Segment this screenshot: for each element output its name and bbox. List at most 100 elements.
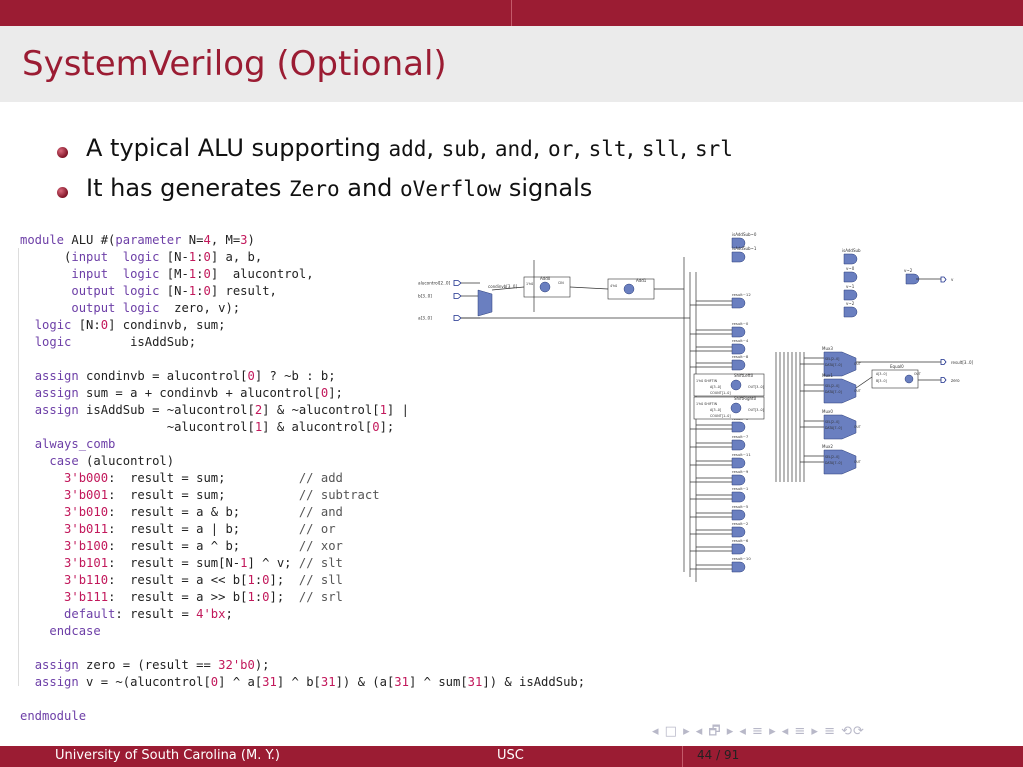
equal0-box xyxy=(871,369,919,389)
block-label: Add1 xyxy=(636,278,647,283)
page-number: 44 / 91 xyxy=(697,748,740,762)
bullet-2-text-a: It has generates xyxy=(86,174,290,202)
op-srl: srl xyxy=(695,137,733,161)
bullet-1-text: A typical ALU supporting xyxy=(86,134,389,162)
pin-label: OUT xyxy=(914,372,921,376)
mux xyxy=(823,414,857,440)
pin-label: 1'h0 SHIFTIN xyxy=(696,402,718,406)
gate-label: result~9 xyxy=(732,469,749,474)
result-gate xyxy=(731,343,746,355)
block-label: Equal0 xyxy=(890,364,904,369)
block-label: ShiftLeft0 xyxy=(734,373,754,378)
zero-code: Zero xyxy=(289,177,340,201)
code-line: assign zero = (result == 32'b0); xyxy=(34,658,270,672)
gate-label: result~7 xyxy=(732,434,749,439)
code-line: case (alucontrol) xyxy=(49,454,175,468)
gate-label: result~11 xyxy=(732,452,751,457)
gate xyxy=(843,289,858,301)
code-line: assign sum = a + condinvb + alucontrol[0… xyxy=(34,386,343,400)
rtl-schematic: alucontrol[2..0]b[3..0]a[3..0]condinvb[3… xyxy=(418,232,974,582)
op-slt: slt xyxy=(588,137,627,161)
gate-label: v~1 xyxy=(846,284,855,289)
input-label: alucontrol[2..0] xyxy=(418,281,451,286)
pin-label: A[3..0] xyxy=(710,408,721,412)
pin-label: DATA[7..0] xyxy=(825,363,842,367)
result-gate xyxy=(731,439,746,451)
gate-label: result~5 xyxy=(732,504,749,509)
code-line: default: result = 4'bx; xyxy=(64,607,233,621)
code-line: ~alucontrol[1] & alucontrol[0]; xyxy=(20,420,395,434)
mux xyxy=(823,449,857,475)
mux-label: Mux0 xyxy=(822,409,833,414)
pin-label: A[3..0] xyxy=(710,385,721,389)
pin-label: 1'h0 SHIFTIN xyxy=(696,379,718,383)
bullet-2-text-c: signals xyxy=(501,174,593,202)
block-label: condinvb[3..0] xyxy=(488,284,517,289)
result-gate xyxy=(731,359,746,371)
code-line: logic [N:0] condinvb, sum; xyxy=(34,318,226,332)
input-label: a[3..0] xyxy=(418,316,432,321)
gate-label: result~8 xyxy=(732,354,749,359)
gate xyxy=(843,271,858,283)
shift-right-symbol xyxy=(730,402,742,414)
title-bar xyxy=(0,26,1023,102)
code-line: 3'b001: result = sum; // subtract xyxy=(64,488,380,502)
code-line: 3'b010: result = a & b; // and xyxy=(64,505,343,519)
slide-title: SystemVerilog (Optional) xyxy=(22,44,447,84)
gate xyxy=(731,237,746,249)
gate xyxy=(905,273,920,285)
mux xyxy=(823,351,857,377)
pin-label: SEL[2..0] xyxy=(825,384,839,388)
pin-label: 4'h0 xyxy=(610,284,617,288)
code-indent-guide xyxy=(18,248,19,686)
op-sub: sub xyxy=(441,137,480,161)
input-pin xyxy=(453,293,462,299)
result-gate xyxy=(731,543,746,555)
gate-label: v~0 xyxy=(846,266,855,271)
code-line: 3'b110: result = a << b[1:0]; // sll xyxy=(64,573,343,587)
mux-label: Mux2 xyxy=(822,444,833,449)
gate-label: result~6 xyxy=(732,538,749,543)
pin-label: DATA[7..0] xyxy=(825,461,842,465)
output-label: result[3..0] xyxy=(951,360,974,365)
code-line: logic isAddSub; xyxy=(34,335,197,349)
pin-label: OUT[3..0] xyxy=(748,408,764,412)
block-label: Add0 xyxy=(540,276,551,281)
gate-label: v~2 xyxy=(846,301,855,306)
input-pin xyxy=(453,280,462,286)
gate-label: isAddSub~1 xyxy=(732,246,757,251)
equal0-symbol xyxy=(904,374,914,384)
bullet-icon xyxy=(57,147,68,158)
result-gate xyxy=(731,561,746,573)
bullet-2-text-b: and xyxy=(339,174,401,202)
code-line: always_comb xyxy=(34,437,116,451)
code-listing: module ALU #(parameter N=4, M=3) (input … xyxy=(20,232,585,725)
mux-label: Mux1 xyxy=(822,373,833,378)
gate-label: result~4 xyxy=(732,338,749,343)
add1-symbol xyxy=(623,283,635,295)
code-line: output logic [N-1:0] result, xyxy=(71,284,277,298)
gate-label: isAddSub~0 xyxy=(732,232,757,237)
output-pin xyxy=(940,377,947,383)
code-line: (input logic [N-1:0] a, b, xyxy=(20,250,263,264)
op-and: and xyxy=(494,137,533,161)
result-gate xyxy=(731,474,746,486)
gate-label: result~1 xyxy=(732,486,749,491)
pin-label: OUT xyxy=(854,460,861,464)
pin-label: CIN xyxy=(558,281,564,285)
beamer-navigation[interactable]: ◂ □ ▸ ◂ 🗗 ▸ ◂ ≡ ▸ ◂ ≡ ▸ ≡ ⟲⟳ xyxy=(652,724,865,739)
pin-label: SEL[2..0] xyxy=(825,420,839,424)
pin-label: 1'h0 xyxy=(526,282,533,286)
shift-left-box xyxy=(693,373,765,397)
gate-label: v~2 xyxy=(904,268,913,273)
code-line: endmodule xyxy=(20,709,87,723)
pin-label: DATA[7..0] xyxy=(825,426,842,430)
output-label: zero xyxy=(951,378,960,383)
result-gate xyxy=(731,526,746,538)
pin-label: OUT xyxy=(854,389,861,393)
pin-label: COUNT[1..0] xyxy=(710,414,731,418)
gate-label: isAddSub xyxy=(842,248,861,253)
mux xyxy=(823,378,857,404)
pin-label: OUT xyxy=(854,362,861,366)
gate-label: result~0 xyxy=(732,321,749,326)
